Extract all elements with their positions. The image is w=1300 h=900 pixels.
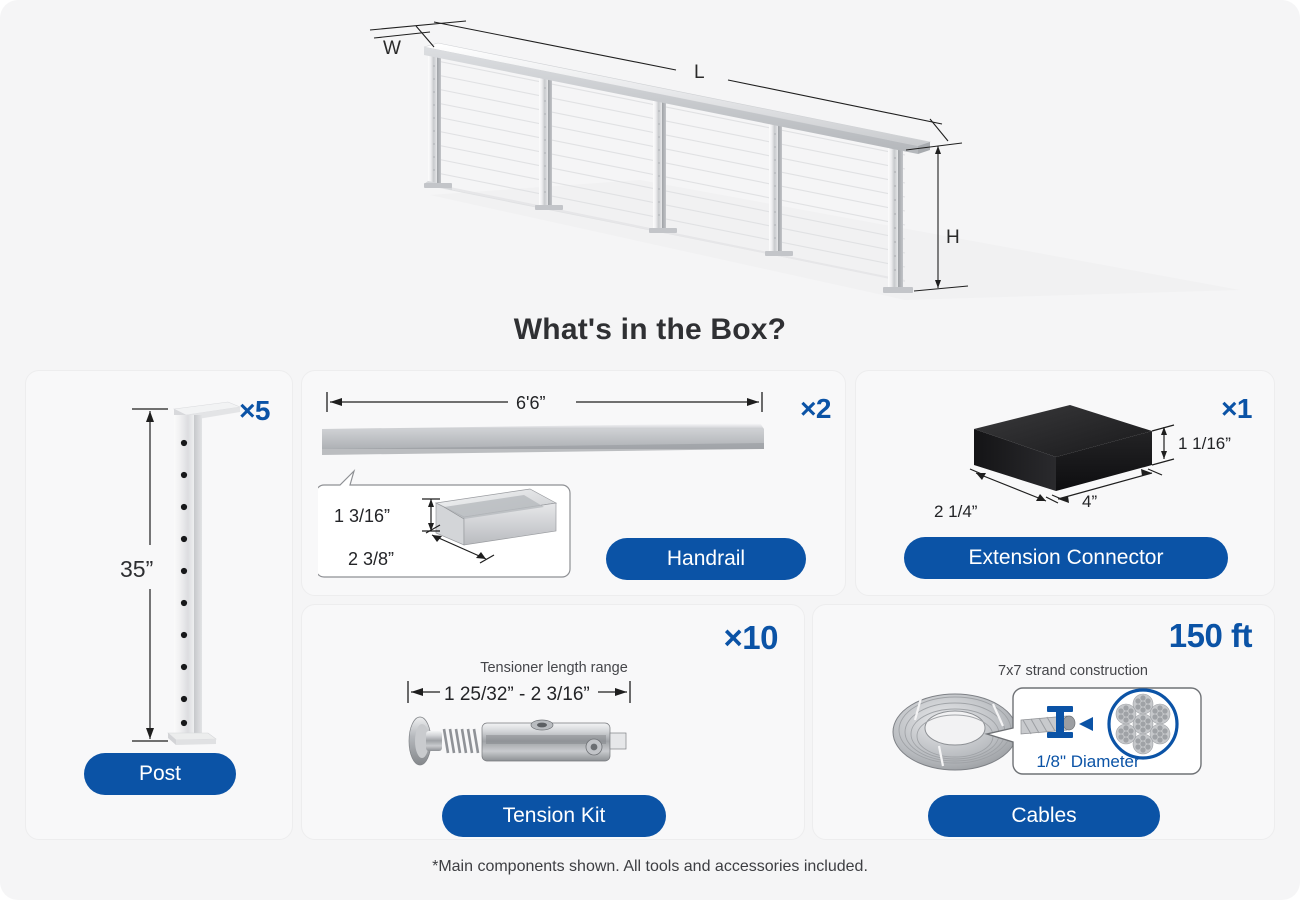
card-tension-kit[interactable]: ×10 Tensioner length range <box>301 604 805 840</box>
dimension-h <box>905 142 969 292</box>
card-extension-connector[interactable]: ×1 <box>855 370 1275 596</box>
tensioner-range-caption: Tensioner length range <box>480 660 628 676</box>
card-handrail[interactable]: ×2 <box>301 370 846 596</box>
handrail-illustration: 6'6” <box>318 392 764 578</box>
handrail-profile-height-label: 1 3/16” <box>334 506 390 526</box>
railing-post <box>883 148 913 293</box>
extension-height-dimension <box>1151 424 1175 466</box>
cables-illustration <box>892 687 1202 775</box>
cable-coil <box>892 693 1018 771</box>
cables-label[interactable]: Cables <box>928 795 1160 837</box>
strand-cross-section <box>1107 688 1179 760</box>
railing-diagram: W L H <box>0 0 1300 312</box>
cable-diameter-callout <box>984 687 1202 775</box>
extension-count: ×1 <box>1221 393 1252 424</box>
post-dimension-label: 35” <box>120 556 153 582</box>
post-count: ×5 <box>239 395 270 426</box>
handrail-profile-width-label: 2 3/8” <box>348 549 394 569</box>
diameter-caliper-icon <box>1047 706 1073 738</box>
handrail-length-label: 6'6” <box>516 393 545 413</box>
tensioner-range-dimension <box>407 681 631 703</box>
card-cables[interactable]: 150 ft 7x7 strand construction <box>812 604 1275 840</box>
section-title: What's in the Box? <box>513 313 787 346</box>
cables-count: 150 ft <box>1168 617 1253 654</box>
post-label[interactable]: Post <box>84 753 236 795</box>
railing-post <box>424 56 452 190</box>
footnote: *Main components shown. All tools and ac… <box>432 858 868 875</box>
handrail-count: ×2 <box>800 393 831 424</box>
handrail-length-dimension <box>326 392 763 412</box>
tension-kit-count: ×10 <box>723 619 779 656</box>
extension-height-label: 1 1/16” <box>1178 434 1231 453</box>
railing-post <box>649 101 677 233</box>
extension-length-dimension <box>1051 468 1163 503</box>
dimension-h-label: H <box>946 227 960 248</box>
tension-kit-illustration: 1 25/32” - 2 3/16” <box>407 681 631 766</box>
extension-length-label: 4” <box>1082 492 1097 511</box>
handrail-label[interactable]: Handrail <box>606 538 806 580</box>
dimension-l-label: L <box>694 62 705 83</box>
railing-post <box>765 124 793 256</box>
card-post[interactable]: ×5 <box>25 370 293 840</box>
tensioner-range-value: 1 25/32” - 2 3/16” <box>444 684 590 705</box>
dimension-l <box>433 21 949 142</box>
post-dimension-line <box>132 408 168 742</box>
extension-width-label: 2 1/4” <box>934 502 978 521</box>
cable-diameter-label: 1/8" Diameter <box>1036 752 1140 771</box>
cables-construction-note: 7x7 strand construction <box>998 663 1148 679</box>
tension-kit-label[interactable]: Tension Kit <box>442 795 666 837</box>
handrail-profile-callout: 1 3/16” 2 3/8” <box>318 468 571 578</box>
railing-post <box>535 78 563 210</box>
dimension-w <box>369 20 467 48</box>
dimension-w-label: W <box>383 38 401 59</box>
extension-width-dimension <box>969 468 1059 504</box>
extension-connector-illustration: 1 1/16” 4” 2 1/4” <box>934 405 1231 521</box>
extension-connector-label[interactable]: Extension Connector <box>904 537 1228 579</box>
post-illustration: 35” <box>120 401 242 745</box>
